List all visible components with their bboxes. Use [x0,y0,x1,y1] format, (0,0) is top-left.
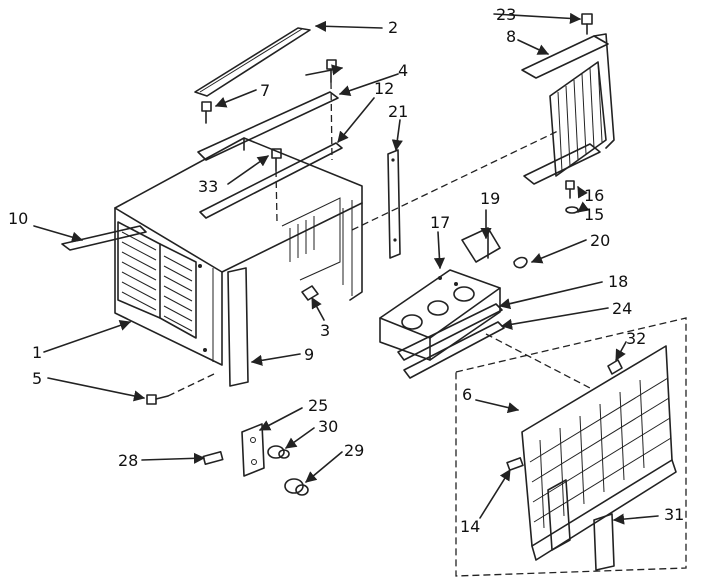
part-washer-15 [565,206,579,214]
callout-20: 20 [590,231,610,250]
part-vertical-strip [387,149,401,259]
part-screw-33 [271,148,282,223]
callout-8: 8 [506,27,516,46]
part-stud-28 [202,451,224,465]
part-screw [201,101,212,124]
callout-12: 12 [374,79,394,98]
callout-4: 4 [398,61,408,80]
callout-32: 32 [626,329,646,348]
part-gasket [227,267,249,387]
callout-29: 29 [344,441,364,460]
part-knob-14 [506,457,524,471]
callout-31: 31 [664,505,684,524]
callout-14: 14 [460,517,480,536]
callout-18: 18 [608,272,628,291]
part-side-strip [61,225,147,251]
callout-2: 2 [388,18,398,37]
leader-lines [33,12,659,525]
callout-1: 1 [32,343,42,362]
callout-16: 16 [584,186,604,205]
callout-23: 23 [496,5,516,24]
callout-19: 19 [480,189,500,208]
callout-15: 15 [584,205,604,224]
callout-7: 7 [260,81,270,100]
part-bracket-25 [241,423,265,477]
callout-17: 17 [430,213,450,232]
part-rear-grille [521,33,615,185]
part-screw-5 [146,373,215,405]
part-screw-23 [581,13,593,35]
callout-10: 10 [8,209,28,228]
callout-labels: 2 4 7 12 21 33 23 8 10 17 19 16 15 20 18… [8,5,684,536]
callout-21: 21 [388,102,408,121]
callout-24: 24 [612,299,632,318]
part-knob-29 [284,478,309,496]
part-clip-32 [607,359,623,375]
part-clip-3 [301,285,319,301]
callout-5: 5 [32,369,42,388]
part-screw-16 [565,180,575,199]
callout-25: 25 [308,396,328,415]
callout-9: 9 [304,345,314,364]
part-cover-31 [593,513,615,571]
part-clip-20 [513,256,528,269]
part-top-rail [194,27,311,97]
part-top-strip [199,142,343,219]
part-rail-24 [403,321,505,379]
part-upper-bar [197,91,339,161]
part-cabinet [114,137,363,366]
part-knob-30 [267,445,290,459]
part-rail-18 [397,303,503,361]
callout-30: 30 [318,417,338,436]
callout-3: 3 [320,321,330,340]
part-bracket-19 [461,227,501,263]
part-fan-assembly [379,269,501,361]
callout-33: 33 [198,177,218,196]
callout-28: 28 [118,451,138,470]
callout-6: 6 [462,385,472,404]
part-front-panel-group [455,317,687,577]
